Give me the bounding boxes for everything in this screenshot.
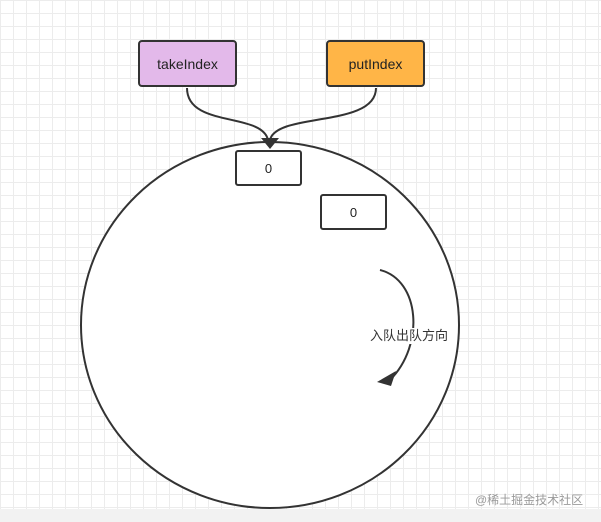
queue-cell-value: 0 xyxy=(349,204,358,220)
connector-put-to-ring xyxy=(269,87,377,141)
ring-buffer-circle xyxy=(80,141,460,509)
queue-cell[interactable]: 0 xyxy=(320,194,387,230)
put-index-node[interactable]: putIndex xyxy=(326,40,425,87)
shared-arrowhead xyxy=(261,138,279,149)
queue-cell[interactable]: 0 xyxy=(235,150,302,186)
watermark-text: @稀土掘金技术社区 xyxy=(475,493,584,507)
queue-cell-value: 0 xyxy=(264,160,273,176)
connector-take-to-ring xyxy=(186,87,269,141)
direction-arrow-head xyxy=(377,371,396,386)
direction-arrow xyxy=(379,269,415,381)
bottom-strip xyxy=(0,509,601,522)
direction-label: 入队出队方向 xyxy=(370,328,449,344)
take-index-node[interactable]: takeIndex xyxy=(138,40,237,87)
take-index-label: takeIndex xyxy=(157,55,218,72)
put-index-label: putIndex xyxy=(348,55,403,72)
